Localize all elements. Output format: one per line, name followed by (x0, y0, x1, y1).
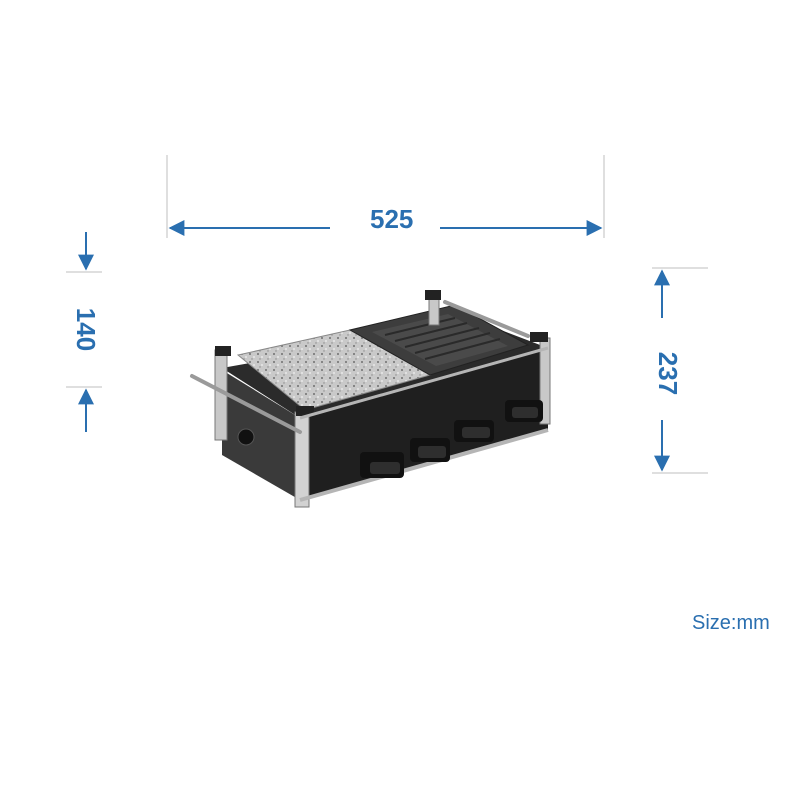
height-dimension (66, 232, 102, 432)
handle-rail-left (190, 374, 302, 434)
grill-ridges (384, 317, 501, 360)
raclette-pan (505, 400, 543, 422)
raclette-pan (410, 438, 450, 462)
width-label: 525 (370, 204, 414, 234)
corner-cap (215, 346, 231, 356)
corner-cap (425, 290, 441, 300)
height-label: 140 (71, 307, 102, 352)
handle-rail-right (443, 300, 530, 338)
width-dimension (166, 155, 605, 238)
frame-rail-front (299, 346, 549, 420)
frame-post-front-left (294, 411, 310, 508)
corner-cap (530, 332, 548, 342)
frame-rail-bottom (299, 428, 549, 502)
control-knob (237, 428, 255, 446)
raclette-pan (360, 452, 404, 478)
grill-plate-inner (372, 314, 508, 366)
raclette-pans (360, 400, 543, 478)
raclette-grill (190, 290, 551, 508)
depth-label: 237 (653, 351, 684, 396)
raclette-pan (454, 420, 494, 442)
unit-note: Size:mm (692, 612, 770, 634)
depth-dimension (652, 267, 708, 474)
corner-cap (296, 406, 314, 416)
